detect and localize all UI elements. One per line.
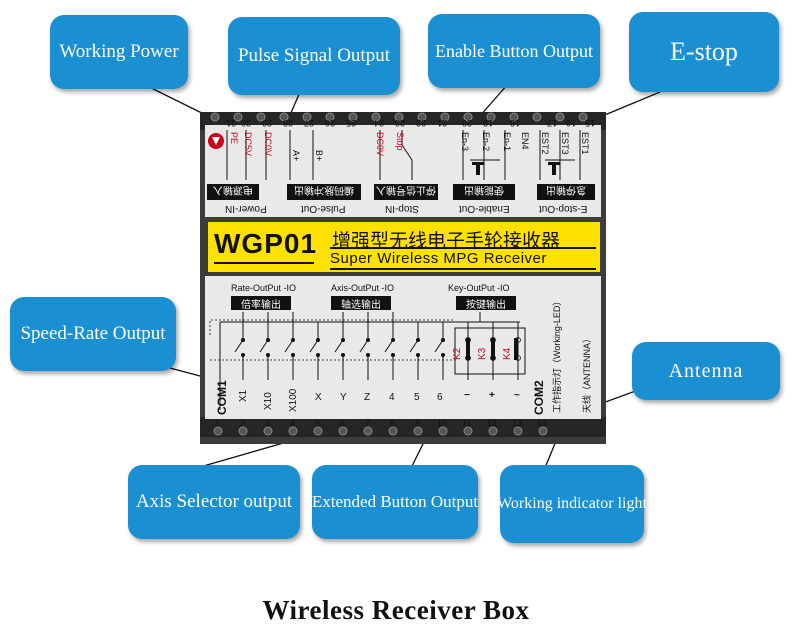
working-led-label: 工作指示灯（Working-LED） <box>552 296 562 413</box>
callout-enable-button-output: Enable Button Output <box>428 14 600 88</box>
callout-pulse-signal-output: Pulse Signal Output <box>228 17 400 95</box>
bottom-pin-number: 1 <box>215 418 221 428</box>
axis-6-label: 6 <box>437 392 443 403</box>
key-output-heading: Key-OutPut -IO <box>448 283 510 293</box>
axis-output-box: 轴选输出 <box>331 296 391 311</box>
axis-5-label: 5 <box>414 392 420 403</box>
figure-caption: Wireless Receiver Box <box>262 595 530 625</box>
bottom-pin-number: 8 <box>390 418 396 428</box>
x100-label: X100 <box>288 388 299 412</box>
bottom-terminal-strip <box>200 417 606 437</box>
key-k3-label: K3 <box>477 347 488 360</box>
axis-x-label: X <box>315 392 322 403</box>
x1-label: X1 <box>238 389 249 402</box>
bottom-pin-number: 9 <box>415 418 421 428</box>
rate-output-heading: Rate-OutPut -IO <box>231 283 297 293</box>
callout-e-stop: E-stop <box>629 12 779 92</box>
bottom-pin-number: 11 <box>462 418 472 428</box>
bottom-pin-number: 3 <box>265 418 271 428</box>
callout-extended-button-output: Extended Button Output <box>312 465 478 539</box>
upper-label-panel <box>205 125 601 217</box>
axis-y-label: Y <box>340 392 347 403</box>
bottom-pin-number: 14 <box>537 418 548 428</box>
key-minus-label: − <box>464 390 470 401</box>
title-en-underline <box>330 268 596 270</box>
title-english: Super Wireless MPG Receiver <box>330 250 547 267</box>
title-underline <box>330 247 596 249</box>
callout-working-indicator-light: Working indicator light <box>497 465 647 543</box>
bottom-pin-number: 4 <box>290 418 296 428</box>
com2-label: COM2 <box>532 380 546 415</box>
antenna-label: 天线（ANTENNA） <box>582 333 592 413</box>
bottom-pin-number: 10 <box>437 418 448 428</box>
axis-4-label: 4 <box>389 392 395 403</box>
axis-z-label: Z <box>364 392 371 403</box>
key-plus-label: + <box>489 390 495 401</box>
bottom-pin-number: 6 <box>340 418 346 428</box>
com1-label: COM1 <box>215 380 229 415</box>
hazard-icon <box>208 133 224 149</box>
model-underline <box>214 262 314 264</box>
axis-output-heading: Axis-OutPut -IO <box>331 283 395 293</box>
rate-output-box: 倍率输出 <box>231 296 291 311</box>
callout-axis-selector-output: Axis Selector output <box>128 465 300 539</box>
bottom-pin-number: 5 <box>315 418 321 428</box>
bottom-pin-number: 2 <box>240 418 246 428</box>
bottom-pin-number: 7 <box>365 418 371 428</box>
bottom-pin-number: 12 <box>487 418 498 428</box>
leader-e-stop <box>599 91 661 118</box>
x10-label: X10 <box>263 392 274 410</box>
callout-antenna: Antenna <box>632 342 780 400</box>
bottom-pin-number: 13 <box>512 418 523 428</box>
key-k4-label: K4 <box>502 347 513 360</box>
title-chinese: 增强型无线电子手轮接收器 <box>332 230 561 252</box>
callout-speed-rate-output: Speed-Rate Output <box>10 297 176 371</box>
key-tilde-label: ~ <box>514 390 520 401</box>
callout-working-power: Working Power <box>50 15 188 89</box>
key-k2-label: K2 <box>452 347 463 360</box>
key-output-box: 按键输出 <box>456 296 516 311</box>
model-name: WGP01 <box>214 228 318 259</box>
